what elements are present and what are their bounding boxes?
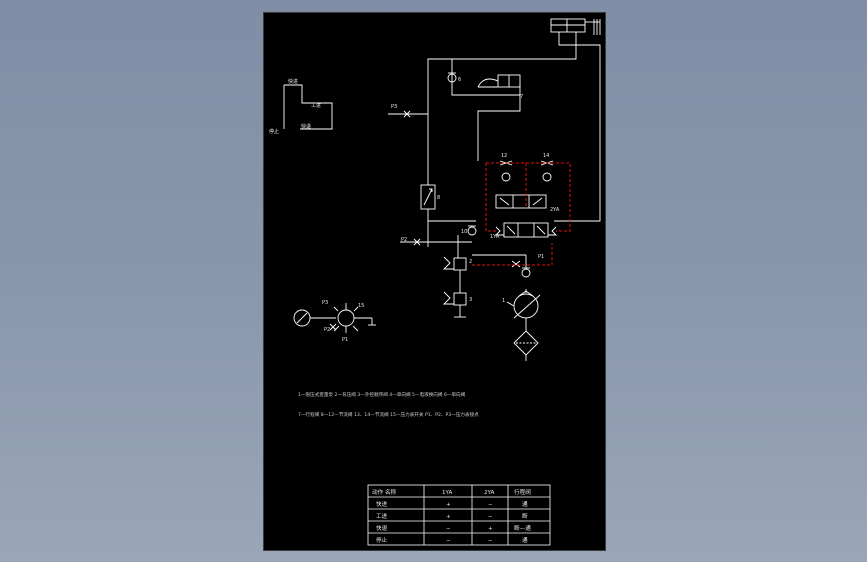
label-comp-12: 12	[501, 153, 507, 159]
oil-filter	[513, 330, 539, 361]
legend-line-1: 1—限压式变量泵 2—背压阀 3—外控顺序阀 4—单向阀 5—电液换向阀 6—单…	[298, 391, 466, 398]
label-comp-3: 3	[469, 297, 472, 303]
label-p1: P1	[538, 254, 544, 260]
pilot-valve-pair	[495, 194, 547, 209]
back-pressure-valve-2	[442, 256, 467, 293]
table-cell: +	[488, 526, 493, 532]
label-comp-10: 10	[461, 229, 467, 235]
pressure-point-p2	[413, 238, 421, 246]
table-header-2ya: 2YA	[484, 490, 495, 496]
table-cell: +	[446, 502, 451, 508]
label-comp-14: 14	[543, 153, 549, 159]
gauge-label-top: P3	[322, 300, 328, 306]
variable-pump-1	[506, 290, 541, 331]
valve-8	[420, 184, 436, 210]
table-cell: 停止	[376, 536, 388, 544]
table-cell: 工进	[376, 512, 388, 520]
action-table: 动作 名称 1YA 2YA 行程阀 快进 + − 通 工进 + − 断 快退 −…	[367, 484, 551, 546]
cycle-stop: 停止	[269, 128, 279, 135]
travel-valve-7	[477, 74, 521, 88]
table-header-travel-valve: 行程阀	[514, 488, 531, 496]
table-cell: 断	[522, 512, 528, 520]
drawing-sheet: 6 7 8 10 12 14 2 3 1 P3 P2 P1 1YA 2YA P3…	[263, 12, 606, 551]
gauge-label-left: P2	[324, 327, 330, 333]
cycle-fast-forward: 快进	[288, 78, 298, 85]
table-header-1ya: 1YA	[442, 490, 453, 496]
label-comp-7: 7	[520, 94, 523, 100]
main-directional-valve	[494, 222, 558, 238]
table-cell: 通	[522, 500, 528, 508]
table-cell: −	[488, 502, 493, 508]
table-cell: 通	[522, 536, 528, 544]
cycle-work-feed: 工进	[311, 102, 321, 109]
check-valve-6	[447, 72, 457, 83]
label-comp-2: 2	[469, 259, 472, 265]
main-circuit-lines	[388, 32, 601, 293]
label-p3: P3	[391, 104, 397, 110]
gauge-label-bottom: P1	[342, 337, 348, 343]
legend-line-2: 7—行程阀 8—12—节流阀 13、14—节流阀 15—压力表开关 P1、P2、…	[298, 411, 479, 418]
pilot-circuit-red	[472, 162, 571, 266]
label-comp-1: 1	[502, 298, 505, 304]
table-cell: −	[446, 526, 451, 532]
label-comp-8: 8	[437, 195, 440, 201]
component-labels: 6 7 8 10 12 14 2 3 1 P3 P2 P1 1YA 2YA	[391, 77, 560, 304]
gauge-labels: P3 15 P2 P1	[322, 300, 364, 343]
table-header-action: 动作 名称	[372, 488, 397, 496]
hydraulic-cylinder	[550, 18, 601, 35]
gauge-label-right: 15	[358, 303, 364, 309]
cycle-fast-return: 快退	[301, 123, 311, 130]
table-cell: −	[488, 538, 493, 544]
hydraulic-schematic: 6 7 8 10 12 14 2 3 1 P3 P2 P1 1YA 2YA P3…	[269, 18, 601, 546]
check-valve-4	[511, 260, 531, 278]
table-cell: 断—通	[514, 524, 531, 532]
table-cell: 快进	[376, 500, 388, 508]
table-cell: 快退	[376, 524, 388, 532]
cycle-labels: 快进 工进 快退 停止	[269, 78, 321, 135]
table-cell: −	[446, 538, 451, 544]
pressure-point-p3	[403, 110, 411, 118]
sequence-valve-3	[442, 291, 467, 318]
table-cell: +	[446, 514, 451, 520]
label-1ya: 1YA	[490, 234, 500, 240]
check-valve-10	[467, 225, 477, 236]
table-cell: −	[488, 514, 493, 520]
gauge-switch-15	[293, 303, 376, 333]
label-2ya: 2YA	[550, 207, 560, 213]
cycle-diagram	[283, 84, 333, 130]
label-comp-6: 6	[458, 77, 461, 83]
label-p2: P2	[401, 237, 407, 243]
